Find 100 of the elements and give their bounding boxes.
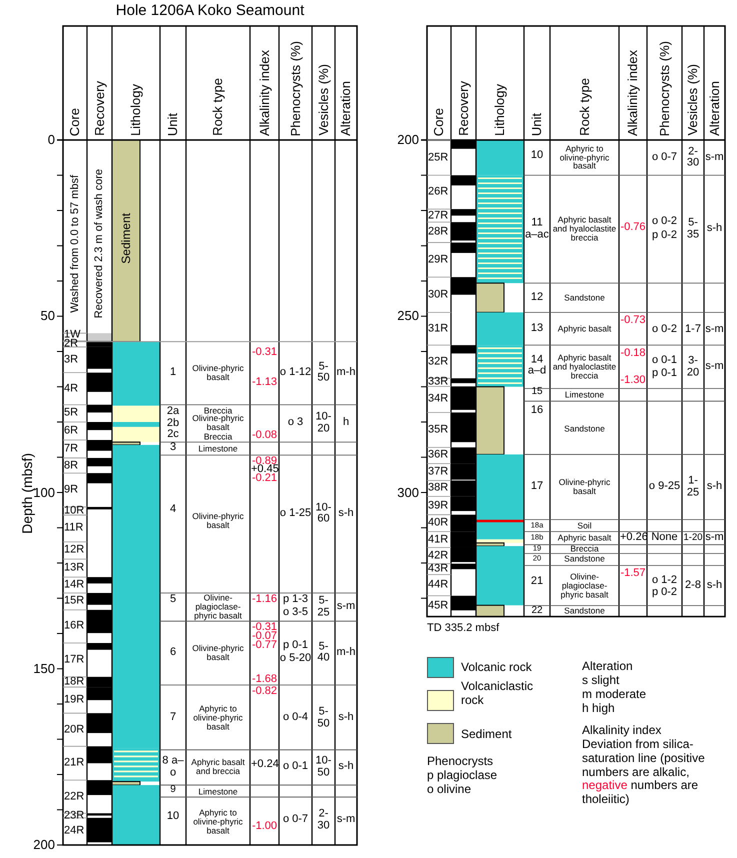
core-label: 21R xyxy=(64,758,84,769)
alteration-value: h xyxy=(342,418,350,430)
rock-type: Sandstone xyxy=(564,606,605,616)
column-header: Core xyxy=(68,108,81,136)
phenocryst-value: o 0-4 xyxy=(282,712,308,724)
key-heading: Alteration xyxy=(582,660,633,674)
phenocryst-value: o 3-5 xyxy=(282,608,308,620)
core-label: 20R xyxy=(64,724,84,736)
phenocryst-value: o 0-1 xyxy=(282,762,308,774)
key-note: Deviation from silica-saturation line (positive numbers are alkalic, negative numbers are tholeiitic) xyxy=(582,738,706,807)
alteration-value: s-m xyxy=(336,814,356,826)
core-label: 45R xyxy=(428,600,448,612)
depth-tick-label: 300 xyxy=(397,486,419,500)
core-label: 40R xyxy=(428,518,448,529)
depth-tick-label: 200 xyxy=(33,838,55,852)
core-label: 36R xyxy=(428,450,448,461)
alteration-value: s-m xyxy=(705,152,724,164)
alteration-value: s-m xyxy=(336,601,356,613)
alteration-value: s-h xyxy=(706,223,722,235)
core-label: 10R xyxy=(64,506,84,516)
alteration-value: s-h xyxy=(338,508,354,520)
unit-number: 2b xyxy=(166,418,180,429)
column-header: Vesicles (%) xyxy=(686,64,699,136)
core-label: 38R xyxy=(428,482,448,494)
column-header: Alkalinity index xyxy=(626,50,639,136)
core-label: 2R xyxy=(64,338,78,350)
rock-type: Olivine-plagioclase-phyric basalt xyxy=(193,594,243,620)
phenocryst-value: None xyxy=(651,532,678,544)
unit-number: 1 xyxy=(170,366,176,378)
alkalinity-value: -0.76 xyxy=(620,222,646,234)
unit-number: 2c xyxy=(167,429,179,441)
unit-number: 13 xyxy=(530,322,544,334)
core-label: 4R xyxy=(64,383,78,394)
unit-number: 5 xyxy=(170,594,176,606)
alkalinity-value: -1.68 xyxy=(252,674,278,686)
core-label: 7R xyxy=(64,443,78,454)
alteration-value: m-h xyxy=(336,366,356,378)
core-label: 18R xyxy=(64,676,84,688)
core-label: 19R xyxy=(64,694,84,706)
core-label: 27R xyxy=(428,210,448,222)
rock-type: Olivine-phyric basalt xyxy=(191,414,245,432)
core-label: 5R xyxy=(64,408,78,419)
core-label: 42R xyxy=(428,550,448,562)
key-heading: Alkalinity index xyxy=(582,724,662,738)
core-label: 26R xyxy=(428,186,448,198)
total-depth-note: TD 335.2 mbsf xyxy=(427,622,500,634)
alkalinity-value: -0.77 xyxy=(252,640,278,652)
core-label: 12R xyxy=(64,544,84,556)
axis-title: Depth (mbsf) xyxy=(20,452,34,534)
unit-number: 22 xyxy=(531,606,543,616)
alkalinity-value: -1.00 xyxy=(252,822,278,834)
depth-tick-label: 250 xyxy=(397,309,419,324)
phenocryst-value: o 1-2 xyxy=(652,574,678,586)
alteration-value: s-h xyxy=(706,580,722,592)
core-label: 3R xyxy=(64,354,78,366)
alteration-value: s-m xyxy=(705,361,724,373)
column-header: Recovery xyxy=(92,81,106,136)
phenocryst-value: o 0-7 xyxy=(652,152,678,164)
alkalinity-value: -0.73 xyxy=(620,315,646,327)
depth-tick-label: 0 xyxy=(48,133,55,147)
phenocryst-value: p 0-1 xyxy=(652,368,678,380)
depth-tick-label: 50 xyxy=(40,309,55,324)
legend-label: Sediment xyxy=(461,728,513,742)
core-label: 9R xyxy=(64,484,78,496)
key-entry: p plagioclase xyxy=(427,769,498,783)
legend-label: Volcaniclastic rock xyxy=(461,680,534,708)
phenocryst-value: o 0-2 xyxy=(652,324,678,336)
unit-number: 7 xyxy=(170,712,176,724)
unit-number: 21 xyxy=(530,576,544,588)
key-entry: o olivine xyxy=(427,783,472,797)
column-header: Alkalinity index xyxy=(258,50,270,136)
rock-type: Olivine-phyric basalt xyxy=(191,364,245,382)
alteration-value: s-m xyxy=(705,324,724,336)
core-label: 23R xyxy=(64,810,84,822)
alkalinity-value: -0.21 xyxy=(252,472,278,485)
phenocryst-value: o 0-2 xyxy=(652,216,678,228)
core-label: 35R xyxy=(428,424,448,436)
vesicle-value: 1-25 xyxy=(686,476,700,499)
alteration-value: s-h xyxy=(338,712,354,724)
rock-type: Aphyric basalt and breccia xyxy=(190,758,246,776)
rock-type: Aphyric basalt xyxy=(558,324,612,334)
unit-number: 6 xyxy=(170,647,176,659)
rock-type: Limestone xyxy=(198,787,238,796)
legend-label: Volcanic rock xyxy=(461,661,533,675)
alkalinity-value: -0.18 xyxy=(620,348,646,360)
vesicle-value: 10-20 xyxy=(314,412,332,435)
vesicle-value: 5-40 xyxy=(316,641,331,664)
vesicle-value: 1-7 xyxy=(685,324,701,336)
key-entry: m moderate xyxy=(582,688,646,702)
rock-type: Sandstone xyxy=(564,424,605,434)
vesicle-value: 2-8 xyxy=(685,580,701,592)
core-label: 28R xyxy=(428,226,448,238)
phenocryst-value: p 1-3 xyxy=(282,594,308,606)
core-label: 44R xyxy=(428,580,448,591)
alteration-value: s-h xyxy=(338,762,354,774)
alkalinity-value: -1.57 xyxy=(620,568,646,580)
phenocryst-value: p 0-2 xyxy=(652,587,678,599)
rock-type: Aphyric to olivine-phyric basalt xyxy=(558,144,610,171)
rock-type: Aphyric basalt and hyaloclastite breccia xyxy=(552,216,618,243)
phenocryst-value: o 0-1 xyxy=(652,356,678,368)
